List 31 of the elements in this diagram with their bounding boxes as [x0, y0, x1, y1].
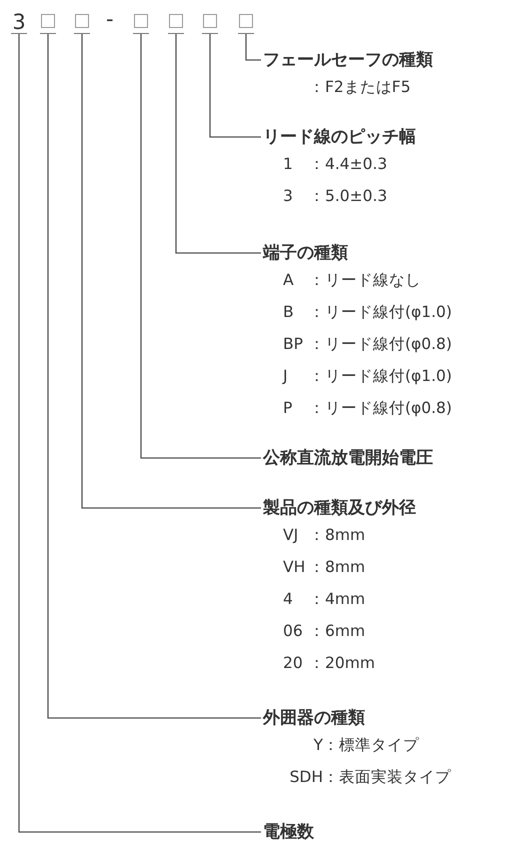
option-text: 3：5.0±0.3: [283, 186, 388, 207]
field-heading: リード線のピッチ幅: [263, 126, 416, 148]
option-text: BP：リード線付(φ0.8): [283, 334, 452, 355]
option-text: VH：8mm: [283, 557, 366, 578]
leader-line: [47, 34, 261, 719]
option-text: 20：20mm: [283, 653, 376, 674]
option-text: A：リード線なし: [283, 270, 422, 291]
field-heading: フェールセーフの種類: [263, 49, 433, 71]
option-text: 06：6mm: [283, 621, 366, 642]
leader-line: [209, 34, 261, 138]
field-heading: 電極数: [263, 821, 314, 843]
separator-dash: -: [106, 7, 114, 31]
option-text: ：F2またはF5: [308, 77, 412, 98]
field-heading: 端子の種類: [263, 242, 349, 264]
code-character: 3: [11, 8, 27, 34]
option-text: J：リード線付(φ1.0): [283, 366, 452, 387]
option-text: VJ：8mm: [283, 525, 366, 546]
field-heading: 外囲器の種類: [263, 707, 366, 729]
field-heading: 公称直流放電開始電圧: [263, 447, 433, 469]
option-text: P：リード線付(φ0.8): [283, 398, 452, 419]
leader-line: [140, 34, 261, 459]
option-text: 4：4mm: [283, 589, 366, 610]
option-text: 1：4.4±0.3: [283, 154, 388, 175]
leader-line: [18, 34, 261, 833]
option-text: Y：標準タイプ: [312, 735, 420, 756]
field-heading: 製品の種類及び外径: [263, 497, 416, 519]
leader-line: [81, 34, 261, 509]
option-text: B：リード線付(φ1.0): [283, 302, 452, 323]
leader-line: [245, 34, 261, 61]
leader-line: [175, 34, 261, 254]
option-text: SDH：表面実装タイプ: [288, 767, 451, 788]
